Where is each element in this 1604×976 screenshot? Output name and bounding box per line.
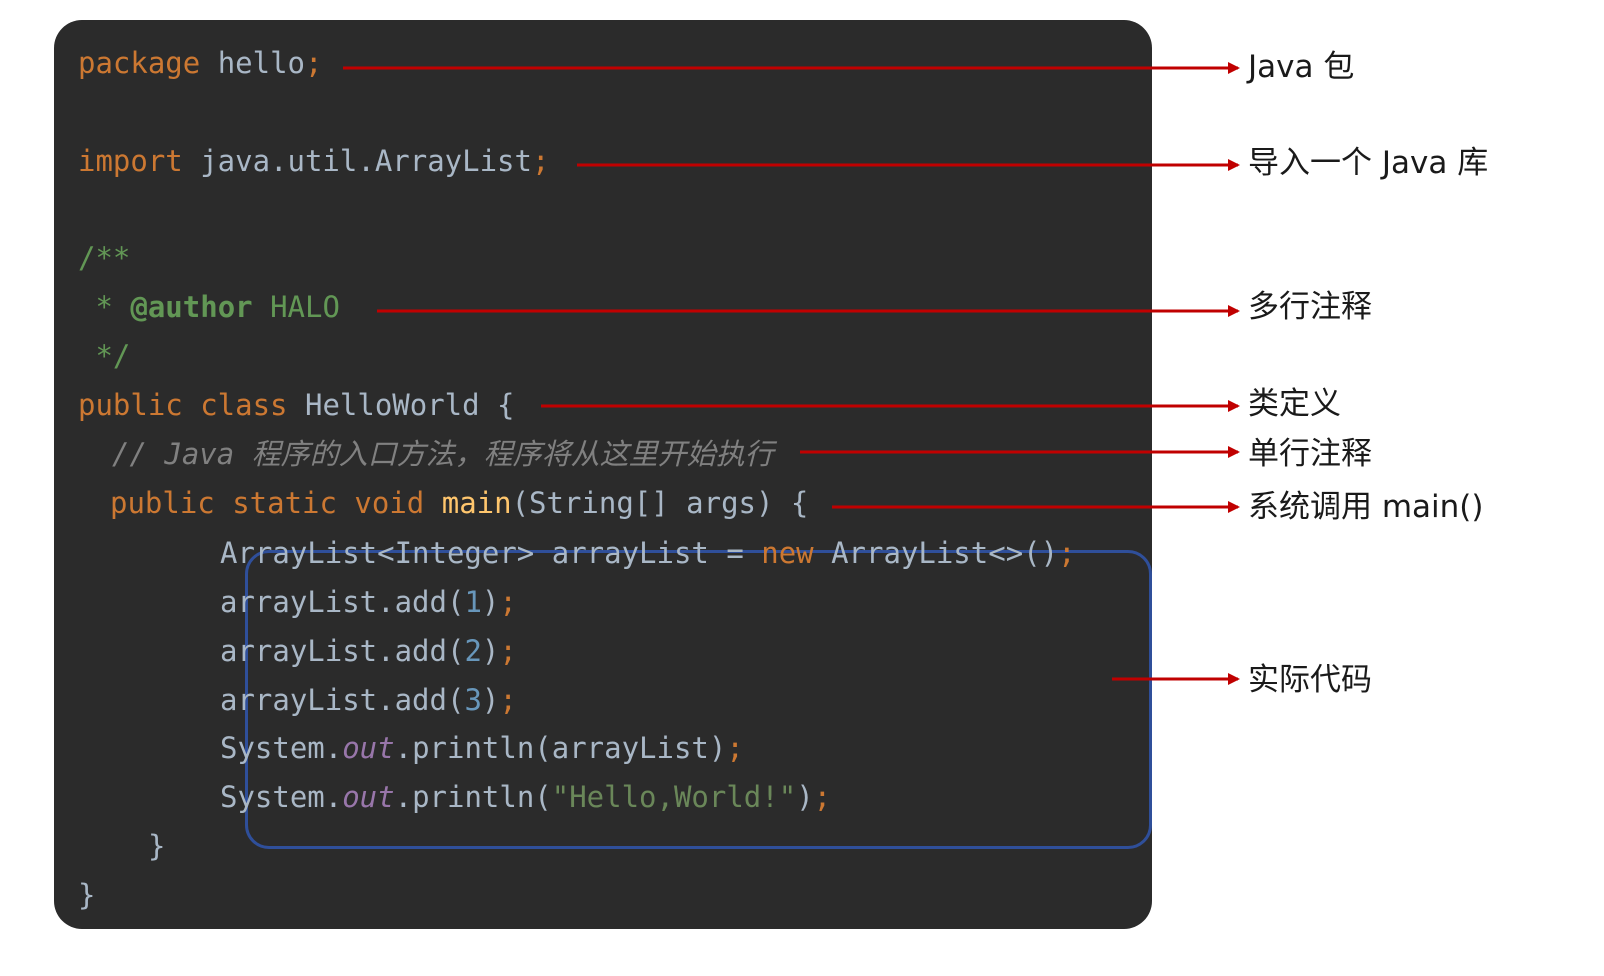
code-token-keyword: new	[761, 536, 832, 570]
code-token-plain: )	[796, 780, 814, 814]
code-token-plain: arrayList.add(	[220, 683, 465, 717]
code-token-doc: /**	[78, 241, 131, 275]
code-line-println-hello: System.out.println("Hello,World!");	[220, 777, 831, 817]
code-token-keyword: import	[78, 144, 201, 178]
code-line-line-comment: // Java 程序的入口方法，程序将从这里开始执行	[112, 434, 774, 474]
code-token-punct: ;	[1058, 536, 1076, 570]
code-line-println-list: System.out.println(arrayList);	[220, 728, 744, 768]
code-line-add-1: arrayList.add(1);	[220, 582, 517, 622]
code-token-plain: ArrayList<>()	[831, 536, 1059, 570]
code-token-doc: *	[78, 290, 131, 324]
code-line-add-2: arrayList.add(2);	[220, 631, 517, 671]
code-token-field: out	[342, 731, 395, 765]
annotation-label-actual-code: 实际代码	[1248, 662, 1372, 698]
code-token-plain: .println(arrayList)	[394, 731, 727, 765]
code-token-string: "Hello,World!"	[551, 780, 797, 814]
code-line-doc-open: /**	[78, 238, 130, 278]
annotation-label-package: Java 包	[1248, 49, 1355, 85]
code-token-plain: ArrayList<Integer> arrayList =	[220, 536, 762, 570]
code-line-doc-author: * @author HALO	[78, 287, 340, 327]
code-token-plain: }	[148, 829, 166, 863]
code-token-keyword: public static void	[110, 486, 442, 520]
code-token-plain: hello	[217, 46, 305, 80]
code-panel: package hello;import java.util.ArrayList…	[54, 20, 1152, 929]
annotation-label-main-call: 系统调用 main()	[1248, 489, 1484, 525]
code-token-plain: .println(	[394, 780, 552, 814]
code-token-punct: ;	[499, 683, 517, 717]
code-token-plain: )	[481, 634, 500, 668]
code-line-class-close: }	[78, 875, 95, 915]
code-token-doc: */	[78, 339, 131, 373]
code-line-package: package hello;	[78, 43, 322, 83]
code-token-plain: (String[] args) {	[511, 486, 809, 520]
code-token-plain: System.	[220, 731, 343, 765]
annotation-label-multiline-comment: 多行注释	[1248, 289, 1372, 325]
actual-code-highlight-box	[245, 550, 1152, 849]
code-token-number: 3	[464, 683, 482, 717]
code-line-arraylist-new: ArrayList<Integer> arrayList = new Array…	[220, 533, 1076, 573]
code-token-keyword: package	[78, 46, 218, 80]
annotation-label-single-comment: 单行注释	[1248, 436, 1372, 472]
code-token-punct: ;	[531, 144, 550, 178]
code-token-plain: arrayList.add(	[220, 585, 465, 619]
code-line-doc-close: */	[78, 336, 130, 376]
annotation-label-class-def: 类定义	[1248, 386, 1341, 422]
code-token-doc-tag: @author	[130, 290, 253, 324]
code-token-number: 2	[464, 634, 482, 668]
code-line-main-decl: public static void main(String[] args) {	[110, 483, 808, 523]
code-token-plain: )	[481, 683, 500, 717]
code-token-punct: ;	[305, 46, 323, 80]
annotation-label-import: 导入一个 Java 库	[1248, 145, 1489, 181]
code-token-punct: ;	[499, 585, 517, 619]
code-line-import: import java.util.ArrayList;	[78, 141, 549, 181]
code-token-method: main	[441, 486, 512, 520]
code-token-plain: }	[78, 878, 96, 912]
code-token-number: 1	[464, 585, 482, 619]
code-line-class-decl: public class HelloWorld {	[78, 385, 515, 425]
code-token-plain: arrayList.add(	[220, 634, 465, 668]
code-token-comment: // Java 程序的入口方法，程序将从这里开始执行	[112, 437, 774, 471]
code-token-punct: ;	[726, 731, 744, 765]
code-token-doc: HALO	[252, 290, 340, 324]
code-token-field: out	[342, 780, 395, 814]
code-token-plain: java.util.ArrayList	[200, 144, 532, 178]
code-token-plain: HelloWorld {	[304, 388, 515, 422]
code-token-punct: ;	[813, 780, 832, 814]
code-line-main-close: }	[148, 826, 165, 866]
code-token-keyword: public class	[78, 388, 305, 422]
code-token-punct: ;	[499, 634, 517, 668]
code-token-plain: System.	[220, 780, 343, 814]
code-token-plain: )	[481, 585, 500, 619]
code-line-add-3: arrayList.add(3);	[220, 680, 517, 720]
